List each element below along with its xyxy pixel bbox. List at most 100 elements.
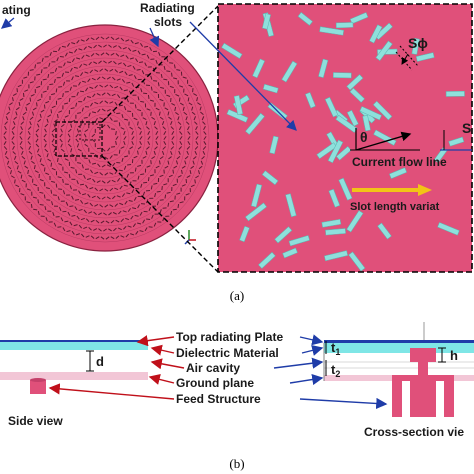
disk-slot	[27, 169, 29, 174]
disk-slot	[82, 193, 87, 196]
disk-slot	[29, 81, 34, 84]
disk-slot	[127, 164, 132, 166]
disk-slot	[85, 37, 90, 42]
disk-slot	[20, 121, 25, 125]
disk-slot	[109, 101, 114, 104]
disk-slot	[201, 156, 205, 160]
disk-slot	[99, 100, 104, 104]
disk-slot	[156, 201, 159, 206]
disk-slot	[34, 64, 37, 69]
disk-slot	[189, 170, 192, 175]
zoomed-slot	[250, 183, 263, 208]
disk-slot	[55, 88, 58, 93]
disk-slot	[166, 94, 171, 97]
disk-slot	[176, 156, 181, 160]
disk-slot	[92, 178, 96, 183]
disk-slot	[112, 162, 116, 167]
disk-slot	[99, 188, 104, 192]
disk-slot	[109, 187, 114, 192]
disk-slot	[44, 182, 46, 187]
disk-slot	[113, 154, 118, 156]
disk-slot	[53, 119, 58, 123]
zoomed-slot	[369, 24, 383, 44]
disk-slot	[89, 169, 94, 174]
disk-slot	[116, 195, 121, 198]
disk-slot	[83, 174, 86, 179]
disk-slot	[153, 150, 156, 155]
disk-slot	[171, 136, 175, 140]
disk-slot	[4, 121, 8, 125]
disk-slot	[116, 177, 121, 182]
disk-slot	[40, 109, 45, 113]
disk-slot	[78, 48, 83, 51]
disk-slot	[37, 199, 39, 204]
disk-slot	[106, 196, 111, 200]
disk-slot	[118, 149, 121, 154]
disk-slot	[50, 189, 53, 194]
disk-slot	[129, 172, 134, 174]
disk-slot	[12, 151, 16, 155]
disk-slot	[167, 202, 170, 207]
disk-slot	[28, 145, 32, 150]
disk-slot	[100, 52, 105, 56]
disk-slot	[170, 120, 173, 126]
disk-slot	[115, 131, 117, 136]
disk-slot	[104, 100, 109, 104]
disk-slot	[69, 86, 72, 91]
disk-slot	[160, 86, 165, 89]
disk-slot	[19, 136, 23, 140]
disk-slot	[139, 140, 142, 146]
disk-slot	[85, 184, 89, 189]
disk-slot	[195, 175, 200, 179]
radiating-disk	[0, 24, 219, 252]
disk-slot	[12, 145, 15, 150]
disk-ring	[40, 73, 170, 203]
disk-slot	[43, 133, 47, 138]
disk-slot	[76, 215, 80, 220]
disk-slot	[115, 140, 117, 145]
disk-slot	[153, 222, 157, 227]
disk-slot	[6, 111, 10, 115]
disk-slot	[162, 146, 166, 150]
disk-slot	[98, 60, 102, 64]
disk-slot	[109, 84, 114, 89]
disk-slot	[171, 131, 175, 135]
disk-slot	[100, 236, 105, 240]
disk-slot	[186, 146, 191, 150]
disk-slot	[110, 146, 116, 148]
disk-slot	[3, 146, 8, 150]
zoomed-slot	[233, 95, 244, 116]
disk-slot	[174, 89, 176, 94]
disk-slot	[203, 131, 207, 135]
disk-slot	[52, 194, 57, 196]
disk-slot	[81, 55, 85, 59]
disk-slot	[96, 93, 101, 96]
disk-slot	[6, 160, 10, 165]
disk-slot	[22, 92, 25, 97]
disk-slot	[181, 184, 186, 187]
disk-slot	[32, 107, 37, 111]
disk-slot	[31, 111, 35, 116]
disk-slot	[34, 89, 36, 94]
disk-slot	[23, 76, 28, 79]
disk-slot	[22, 111, 27, 116]
disk-slot	[173, 77, 178, 80]
disk-slot	[120, 218, 125, 223]
disk-slot	[106, 180, 111, 184]
disk-slot	[67, 143, 72, 148]
disk-slot	[132, 94, 137, 96]
disk-slot	[25, 183, 27, 188]
label-radiating-partial: ating	[2, 3, 31, 17]
disk-slot	[27, 141, 31, 145]
disk-slot	[66, 61, 71, 64]
disk-slot	[101, 164, 106, 168]
disk-slot	[75, 169, 78, 174]
disk-slot	[154, 213, 159, 215]
disk-slot	[85, 87, 89, 92]
disk-slot	[185, 121, 190, 125]
disk-slot	[187, 126, 190, 131]
disk-slot	[86, 96, 92, 98]
zoomed-slot	[335, 146, 352, 161]
disk-slot	[93, 228, 98, 231]
disk-slot	[45, 217, 48, 222]
